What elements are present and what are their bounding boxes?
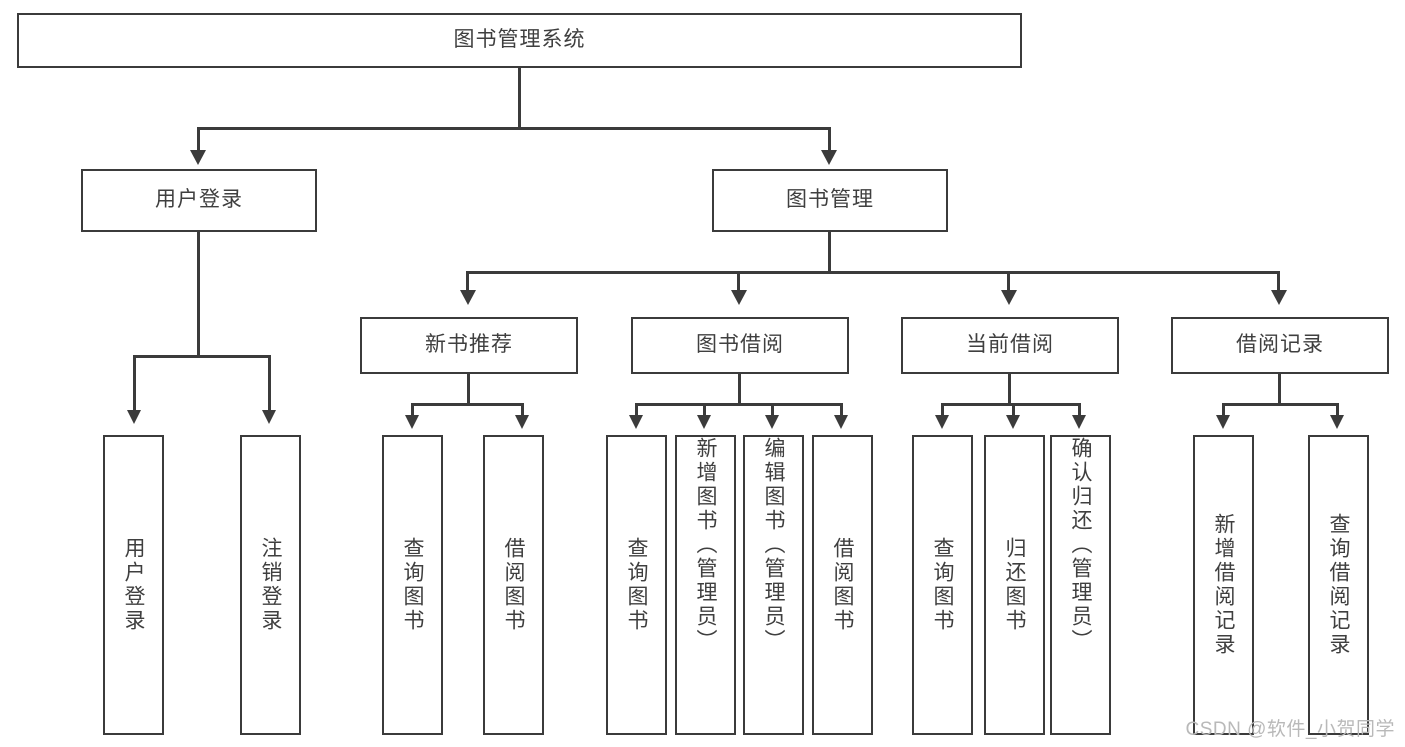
connector-bm-drop-2	[737, 271, 740, 293]
leaf-cb-confirm-return[interactable]: 确认归还（管理员）	[1050, 435, 1111, 735]
leaf-nbr-borrow-book-label: 借阅图书	[502, 537, 525, 633]
connector-bb-drop-3	[771, 403, 774, 417]
connector-book-manage-bus	[466, 271, 1280, 274]
connector-user-login-drop-2	[268, 355, 271, 413]
node-book-borrow[interactable]: 图书借阅	[631, 317, 849, 374]
node-borrow-records[interactable]: 借阅记录	[1171, 317, 1389, 374]
connector-bm-drop-4	[1277, 271, 1280, 293]
node-current-borrow[interactable]: 当前借阅	[901, 317, 1119, 374]
arrowhead-book-manage	[821, 150, 837, 165]
leaf-br-add-record-label: 新增借阅记录	[1212, 513, 1235, 657]
connector-root-drop-2	[828, 127, 831, 153]
leaf-br-add-record[interactable]: 新增借阅记录	[1193, 435, 1254, 735]
connector-br-drop-2	[1336, 403, 1339, 417]
node-root[interactable]: 图书管理系统	[17, 13, 1022, 68]
connector-cb-drop-3	[1078, 403, 1081, 417]
connector-nbr-bus	[411, 403, 524, 406]
connector-bb-drop-4	[840, 403, 843, 417]
connector-root-drop-1	[197, 127, 200, 153]
connector-br-stem	[1278, 374, 1281, 404]
arrowhead-leaf-user-login	[127, 410, 141, 424]
leaf-bb-edit-book[interactable]: 编辑图书（管理员）	[743, 435, 804, 735]
leaf-br-query-record[interactable]: 查询借阅记录	[1308, 435, 1369, 735]
arrowhead-cb-confirm-return	[1072, 415, 1086, 429]
arrowhead-nbr-borrow-book	[515, 415, 529, 429]
arrowhead-bb-borrow-book	[834, 415, 848, 429]
connector-user-login-bus	[133, 355, 271, 358]
arrowhead-borrow-records	[1271, 290, 1287, 305]
node-book-manage-label: 图书管理	[786, 188, 874, 212]
arrowhead-bb-add-book	[697, 415, 711, 429]
node-user-login-label: 用户登录	[155, 188, 243, 212]
arrowhead-leaf-logout	[262, 410, 276, 424]
node-user-login[interactable]: 用户登录	[81, 169, 317, 232]
arrowhead-cb-return-book	[1006, 415, 1020, 429]
leaf-bb-add-book-label: 新增图书（管理员）	[694, 437, 717, 653]
node-new-book-recommend-label: 新书推荐	[425, 333, 513, 357]
connector-bm-drop-1	[466, 271, 469, 293]
connector-bb-stem	[738, 374, 741, 404]
node-book-manage[interactable]: 图书管理	[712, 169, 948, 232]
connector-cb-bus	[941, 403, 1081, 406]
connector-br-drop-1	[1222, 403, 1225, 417]
node-new-book-recommend[interactable]: 新书推荐	[360, 317, 578, 374]
connector-book-manage-stem	[828, 232, 831, 272]
leaf-cb-query-book[interactable]: 查询图书	[912, 435, 973, 735]
connector-bm-drop-3	[1007, 271, 1010, 293]
leaf-logout[interactable]: 注销登录	[240, 435, 301, 735]
connector-root-bus	[197, 127, 831, 130]
connector-user-login-stem	[197, 232, 200, 356]
connector-bb-drop-2	[703, 403, 706, 417]
connector-root-stem	[518, 68, 521, 128]
arrowhead-bb-query-book	[629, 415, 643, 429]
arrowhead-new-book	[460, 290, 476, 305]
connector-cb-drop-1	[941, 403, 944, 417]
node-book-borrow-label: 图书借阅	[696, 333, 784, 357]
leaf-bb-add-book[interactable]: 新增图书（管理员）	[675, 435, 736, 735]
arrowhead-br-add-record	[1216, 415, 1230, 429]
arrowhead-book-borrow	[731, 290, 747, 305]
leaf-bb-edit-book-label: 编辑图书（管理员）	[762, 437, 785, 653]
arrowhead-br-query-record	[1330, 415, 1344, 429]
connector-nbr-drop-2	[521, 403, 524, 417]
connector-nbr-stem	[467, 374, 470, 404]
connector-bb-drop-1	[635, 403, 638, 417]
leaf-cb-return-book-label: 归还图书	[1003, 537, 1026, 633]
connector-nbr-drop-1	[411, 403, 414, 417]
arrowhead-current-borrow	[1001, 290, 1017, 305]
leaf-logout-label: 注销登录	[259, 537, 282, 633]
leaf-br-query-record-label: 查询借阅记录	[1327, 513, 1350, 657]
arrowhead-bb-edit-book	[765, 415, 779, 429]
leaf-user-login[interactable]: 用户登录	[103, 435, 164, 735]
connector-bb-bus	[635, 403, 843, 406]
leaf-cb-return-book[interactable]: 归还图书	[984, 435, 1045, 735]
leaf-bb-query-book-label: 查询图书	[625, 537, 648, 633]
connector-br-bus	[1222, 403, 1339, 406]
arrowhead-nbr-query-book	[405, 415, 419, 429]
node-root-label: 图书管理系统	[453, 28, 586, 52]
leaf-bb-borrow-book[interactable]: 借阅图书	[812, 435, 873, 735]
leaf-cb-query-book-label: 查询图书	[931, 537, 954, 633]
arrowhead-user-login	[190, 150, 206, 165]
leaf-nbr-borrow-book[interactable]: 借阅图书	[483, 435, 544, 735]
leaf-bb-query-book[interactable]: 查询图书	[606, 435, 667, 735]
connector-cb-drop-2	[1012, 403, 1015, 417]
leaf-cb-confirm-return-label: 确认归还（管理员）	[1069, 437, 1092, 653]
node-current-borrow-label: 当前借阅	[966, 333, 1054, 357]
leaf-nbr-query-book-label: 查询图书	[401, 537, 424, 633]
arrowhead-cb-query-book	[935, 415, 949, 429]
leaf-bb-borrow-book-label: 借阅图书	[831, 537, 854, 633]
leaf-nbr-query-book[interactable]: 查询图书	[382, 435, 443, 735]
leaf-user-login-label: 用户登录	[122, 537, 145, 633]
connector-user-login-drop-1	[133, 355, 136, 413]
node-borrow-records-label: 借阅记录	[1236, 333, 1324, 357]
connector-cb-stem	[1008, 374, 1011, 404]
